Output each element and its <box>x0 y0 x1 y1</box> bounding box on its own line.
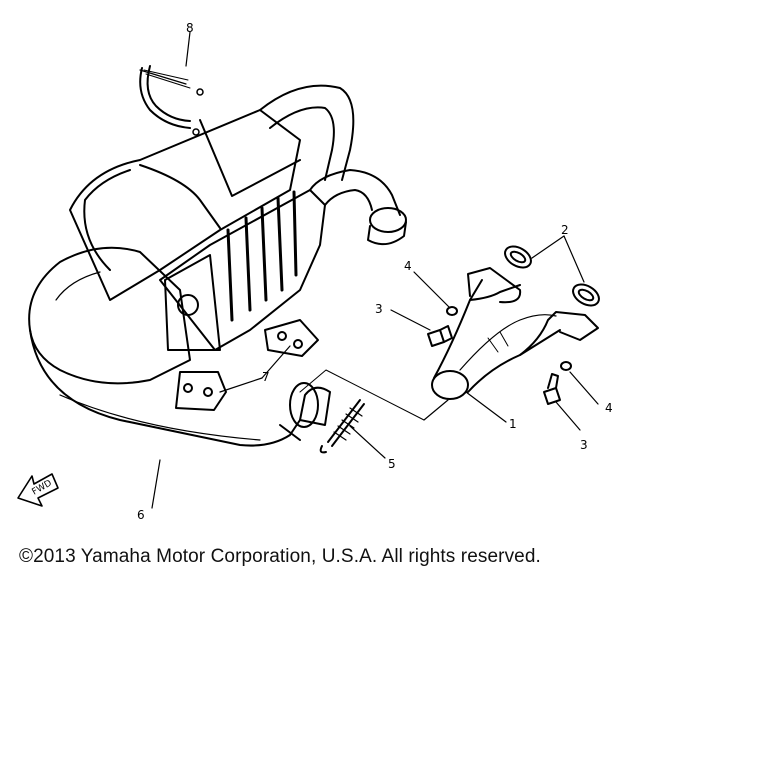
leader-lines <box>151 31 599 509</box>
spring-part-5 <box>319 399 365 454</box>
y-pipe-part-1 <box>431 267 599 400</box>
washer-part-4 <box>446 306 572 371</box>
callout-8: 8 <box>186 21 194 35</box>
callout-3-right: 3 <box>580 438 588 452</box>
callout-2: 2 <box>561 223 569 237</box>
exhaust-parts-diagram: FWD 8 2 4 3 4 3 1 5 7 6 <box>17 21 613 522</box>
callout-5: 5 <box>388 457 396 471</box>
callout-6: 6 <box>137 508 145 522</box>
callout-3-left: 3 <box>375 302 383 316</box>
spring-part-8 <box>139 65 204 136</box>
fwd-arrow-icon <box>17 473 59 507</box>
muffler-part-6 <box>28 84 407 447</box>
callout-1: 1 <box>509 417 517 431</box>
copyright-notice: ©2013 Yamaha Motor Corporation, U.S.A. A… <box>19 546 541 567</box>
gasket-part-2 <box>504 245 600 307</box>
bracket-part-7 <box>175 319 319 411</box>
callout-7: 7 <box>262 370 270 384</box>
bolt-part-3 <box>427 325 561 405</box>
callout-4-right: 4 <box>605 401 613 415</box>
callout-4-left: 4 <box>404 259 412 273</box>
